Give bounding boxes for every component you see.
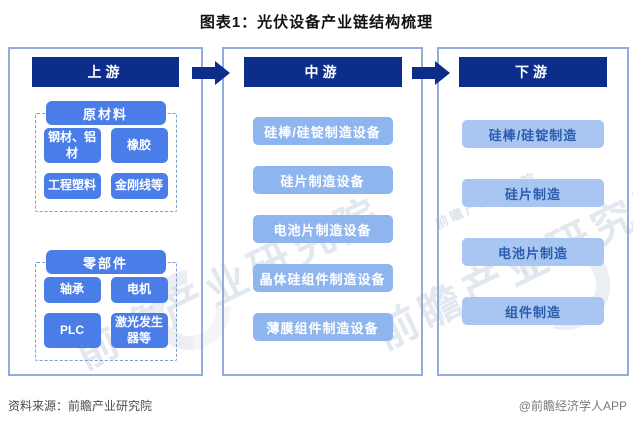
upstream-header: 上游 [32, 57, 179, 87]
diagram-node: 电机 [110, 277, 168, 304]
components-dashed-box: 轴承 电机 PLC 激光发生器等 [34, 262, 177, 362]
diagram-node: PLC [43, 313, 101, 349]
diagram-node: 钢材、铝材 [43, 128, 101, 164]
arrow-right-icon [192, 61, 230, 85]
page-title: 图表1：光伏设备产业链结构梳理 [199, 14, 434, 31]
diagram-node: 橡胶 [110, 128, 168, 164]
raw-materials-dashed-box: 钢材、铝材 橡胶 工程塑料 金刚线等 [34, 113, 177, 213]
downstream-header: 下游 [459, 57, 607, 87]
diagram-node: 晶体硅组件制造设备 [252, 264, 393, 292]
raw-materials-label: 原材料 [45, 101, 166, 125]
diagram-node: 轴承 [43, 277, 101, 304]
diagram-node: 硅棒/硅锭制造 [462, 120, 604, 148]
diagram-node: 激光发生器等 [110, 313, 168, 349]
diagram-node: 工程塑料 [43, 173, 101, 200]
raw-materials-group: 原材料 钢材、铝材 橡胶 工程塑料 金刚线等 [10, 101, 201, 213]
diagram-node: 硅棒/硅锭制造设备 [252, 117, 393, 145]
downstream-column: 下游 硅棒/硅锭制造 硅片制造 电池片制造 组件制造 [437, 47, 629, 376]
diagram-node: 金刚线等 [110, 173, 168, 200]
source-note: 资料来源：前瞻产业研究院 [8, 399, 153, 413]
diagram-node: 硅片制造设备 [252, 166, 393, 194]
components-group: 零部件 轴承 电机 PLC 激光发生器等 [10, 250, 201, 362]
midstream-column: 中游 硅棒/硅锭制造设备 硅片制造设备 电池片制造设备 晶体硅组件制造设备 薄膜… [222, 47, 423, 376]
diagram-node: 组件制造 [462, 297, 604, 325]
upstream-column: 上游 原材料 钢材、铝材 橡胶 工程塑料 金刚线等 零部件 轴承 电机 PLC … [8, 47, 203, 376]
diagram-node: 硅片制造 [462, 179, 604, 207]
arrow-right-icon [412, 61, 450, 85]
diagram-node: 电池片制造 [462, 238, 604, 266]
credit-note: @前瞻经济学人APP [518, 399, 627, 413]
diagram-node: 薄膜组件制造设备 [252, 313, 393, 341]
diagram-node: 电池片制造设备 [252, 215, 393, 243]
midstream-header: 中游 [243, 57, 402, 87]
components-label: 零部件 [45, 250, 166, 275]
